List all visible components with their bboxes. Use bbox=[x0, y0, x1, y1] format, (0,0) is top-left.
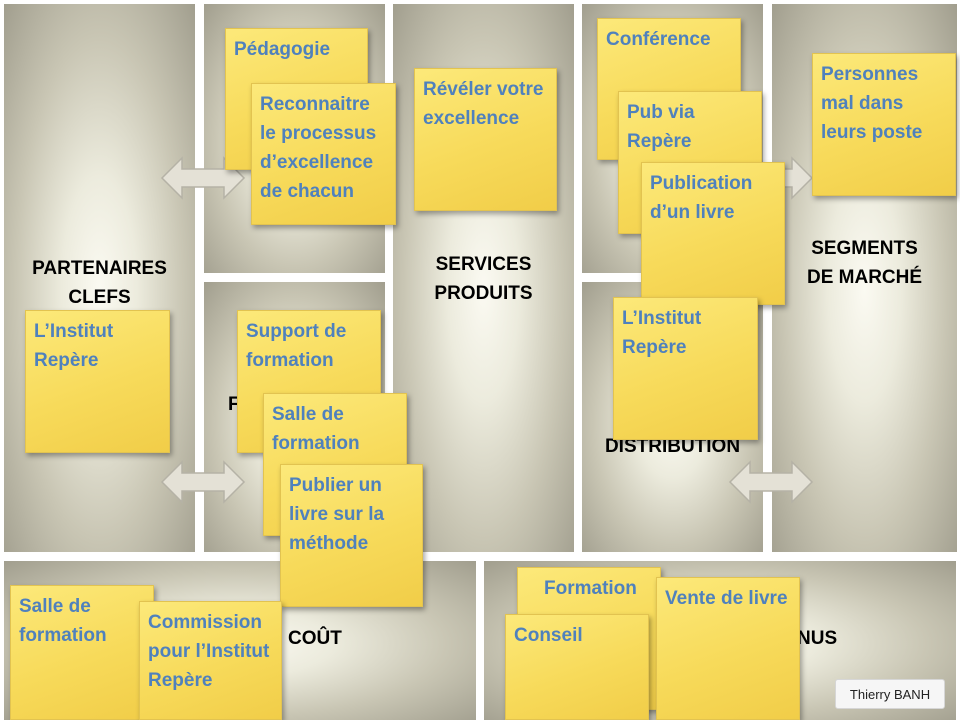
note-publier: Publier un livre sur la méthode bbox=[280, 464, 423, 607]
panel-title-distribution: DISTRIBUTION bbox=[604, 436, 741, 457]
note-institut-distribution: L’Institut Repère bbox=[613, 297, 758, 440]
panel-title-cost: COÛT bbox=[288, 628, 342, 649]
panel-title-revenue: NUS bbox=[797, 628, 838, 649]
note-reveler: Révéler votre excellence bbox=[414, 68, 557, 211]
note-publication: Publication d’un livre bbox=[641, 162, 785, 305]
panel-title-segments: SEGMENTS DE MARCHÉ bbox=[806, 238, 923, 288]
double-arrow-icon bbox=[728, 460, 814, 504]
double-arrow-icon bbox=[160, 156, 246, 200]
note-reconnaitre: Reconnaitre le processus d’excellence de… bbox=[251, 83, 396, 225]
note-conseil: Conseil bbox=[505, 614, 649, 720]
note-salle-cost: Salle de formation bbox=[10, 585, 154, 720]
panel-title-partners: PARTENAIRES CLEFS bbox=[32, 258, 167, 308]
note-institut-partners: L’Institut Repère bbox=[25, 310, 170, 453]
author-label: Thierry BANH bbox=[835, 679, 945, 709]
panel-title-services: SERVICES PRODUITS bbox=[434, 254, 533, 304]
panel-title-resources: F bbox=[228, 394, 240, 415]
note-personnes: Personnes mal dans leurs poste bbox=[812, 53, 956, 196]
double-arrow-icon bbox=[160, 460, 246, 504]
panel-partners: PARTENAIRES CLEFS bbox=[4, 4, 195, 552]
note-commission: Commission pour l’Institut Repère bbox=[139, 601, 282, 720]
note-vente: Vente de livre bbox=[656, 577, 800, 720]
